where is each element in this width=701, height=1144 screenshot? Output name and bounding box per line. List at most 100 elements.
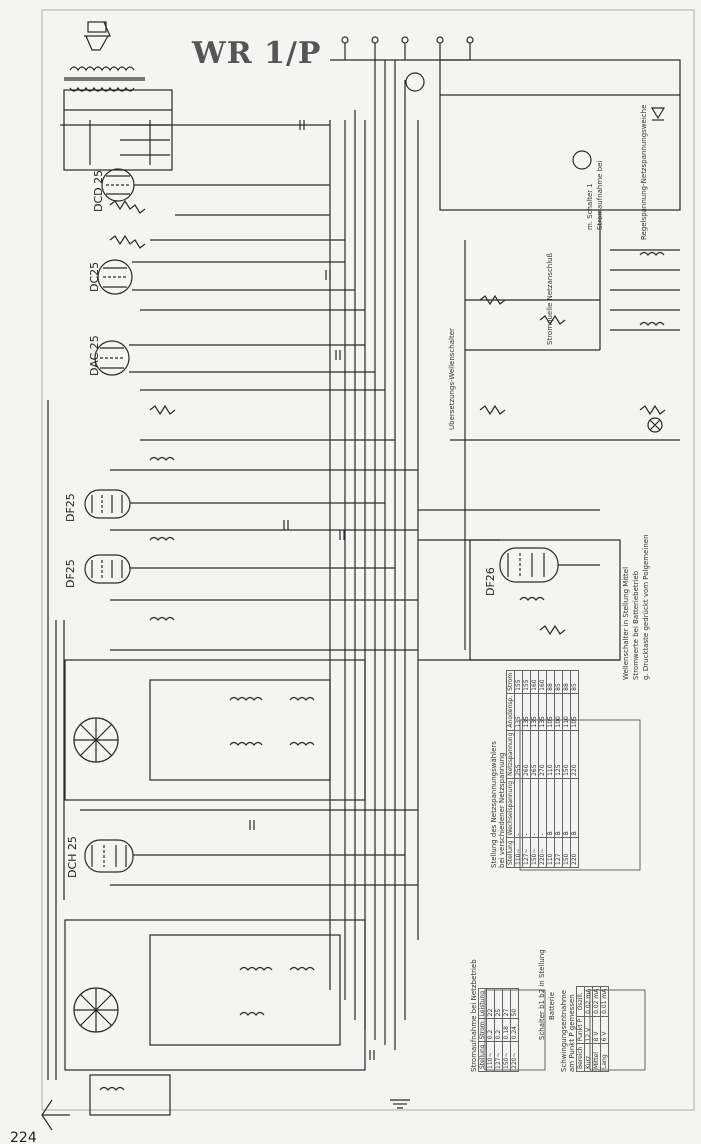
label-schalter: Schalter b1 b2 in Stellung	[538, 949, 546, 1040]
page-title: WR 1/P	[192, 36, 322, 71]
table-cell: 220	[570, 837, 579, 868]
pilot-lamp-icon	[647, 417, 663, 433]
table-cell: 105	[546, 693, 555, 731]
table-cell: 160	[530, 670, 539, 694]
table-cell: 135	[514, 693, 523, 731]
label-note-1: Wellenschalter in Stellung Mittel	[622, 566, 630, 680]
table-cell: B	[546, 778, 555, 838]
table-cell: 135	[522, 693, 531, 731]
schwingung-subtitle: am Punkt P gemessen	[568, 994, 576, 1072]
table-header-cell: Leistung	[478, 988, 487, 1019]
table-cell: 220~	[510, 1041, 519, 1072]
table-cell: 265	[530, 730, 539, 779]
table-cell: 150	[562, 730, 571, 779]
ground-icon	[390, 1099, 410, 1109]
table-cell: 12 V	[584, 1016, 593, 1044]
table-cell: 88	[546, 670, 555, 694]
schwingung-table: Schwingungsentnahme am Punkt P gemessen …	[560, 986, 609, 1072]
table-cell: 125	[554, 730, 563, 779]
table-cell: 50	[510, 988, 519, 1019]
table-cell: 6 V	[600, 1016, 609, 1044]
table-cell: 155	[522, 670, 531, 694]
table-header-cell: Anodensp.	[506, 693, 515, 731]
table-cell: 255	[514, 730, 523, 779]
tube-label-df25-a: DF25	[64, 493, 77, 522]
table-cell: 270	[538, 730, 547, 779]
tube-label-dcd25: DCD 25	[92, 169, 105, 212]
table-cell: -	[514, 778, 523, 838]
stromaufnahme-title: Stromaufnahme bei Netzbetrieb	[470, 959, 478, 1072]
table-cell: -	[522, 778, 531, 838]
table-cell: 0.02 mA	[584, 986, 593, 1017]
label-sep: Regelspannung-Netzspannungsweiche	[640, 104, 648, 240]
table-cell: 85	[570, 670, 579, 694]
table-cell: 100	[554, 693, 563, 731]
table-cell: -	[530, 778, 539, 838]
table-cell: 135	[530, 693, 539, 731]
table-cell: B	[570, 778, 579, 838]
table-cell: 260	[522, 730, 531, 779]
table-cell: 8 V	[592, 1016, 601, 1044]
table-cell: 127~	[494, 1041, 503, 1072]
table-cell: 0.02 mA	[592, 986, 601, 1017]
table-cell: 0.01 mA	[600, 986, 609, 1017]
table-cell: 110	[546, 730, 555, 779]
speaker-icon	[84, 21, 111, 51]
table-cell: 25	[494, 988, 503, 1019]
tube-label-dac25: DAC 25	[88, 335, 101, 376]
table-cell: 0.2	[486, 1018, 495, 1042]
table-cell: 22	[486, 988, 495, 1019]
table-header-cell: Stellung	[478, 1041, 487, 1072]
voltage-table-subtitle: bei verschiedener Netzspannung	[498, 752, 506, 868]
table-header-cell: Wechselspannung	[506, 778, 515, 838]
table-cell: 0.24	[510, 1018, 519, 1042]
table-cell: 127	[554, 837, 563, 868]
table-cell: -	[538, 778, 547, 838]
label-note-3: g. Drucktaste gedrückt vom Polgemeinen	[642, 534, 650, 680]
table-cell: Mittel	[592, 1043, 601, 1072]
table-cell: 85	[554, 670, 563, 694]
table-cell: 220	[570, 730, 579, 779]
table-cell: 127~	[522, 837, 531, 868]
table-cell: 0.2	[494, 1018, 503, 1042]
table-cell: 135	[538, 693, 547, 731]
table-header-cell: Bereich	[576, 1043, 585, 1072]
tube-label-df26: DF26	[484, 567, 497, 596]
antenna-icon	[41, 1099, 70, 1131]
label-current-note-1: m. Schalter 1	[586, 183, 594, 230]
table-cell: 110	[546, 837, 555, 868]
table-cell: Lang	[600, 1043, 609, 1072]
tube-label-df25-b: DF25	[64, 559, 77, 588]
table-header-cell: Netzspannung	[506, 730, 515, 779]
table-cell: 110~	[514, 837, 523, 868]
table-cell: 105	[570, 693, 579, 731]
tube-label-dc25: DC25	[88, 261, 101, 292]
label-wave-switch: Ubersetzungs-Wellenschalter	[448, 328, 456, 430]
table-cell: 110~	[486, 1041, 495, 1072]
voltage-table-title: Stellung des Netzspannungswählers	[490, 741, 498, 868]
table-cell: 160	[538, 670, 547, 694]
table-cell: 155	[514, 670, 523, 694]
table-header-cell: Stellung	[506, 837, 515, 868]
table-cell: 220~	[538, 837, 547, 868]
table-cell: Kurz	[584, 1043, 593, 1072]
table-header-cell: Strom	[478, 1018, 487, 1042]
table-cell: 110	[562, 693, 571, 731]
